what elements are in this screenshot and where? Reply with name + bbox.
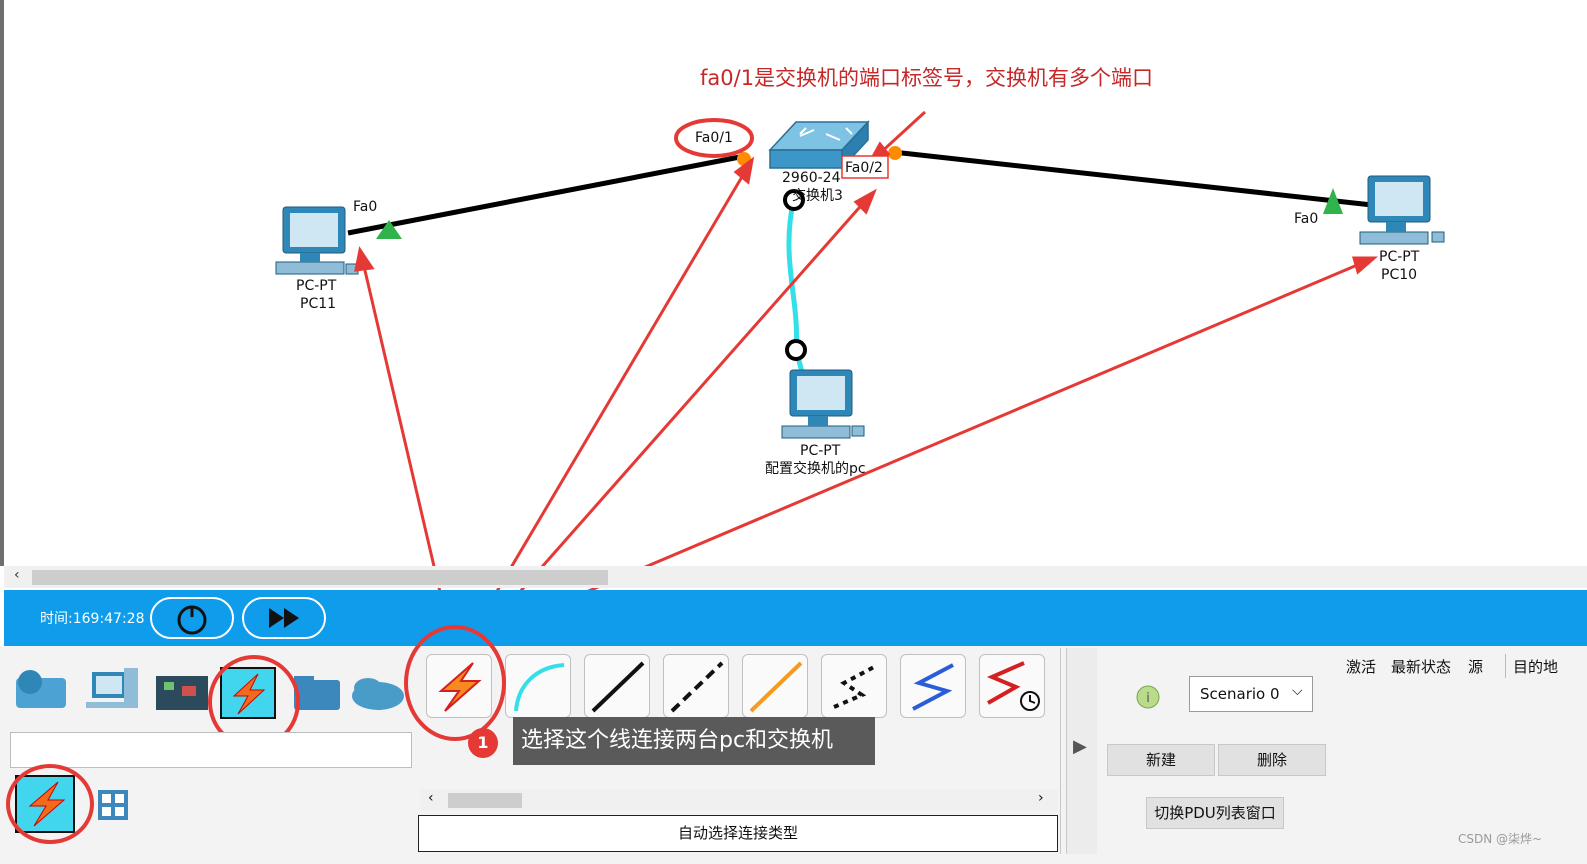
svg-text:i: i xyxy=(1146,691,1150,706)
fast-forward-button[interactable] xyxy=(242,597,326,639)
coaxial-button[interactable] xyxy=(900,654,966,718)
components-icon[interactable] xyxy=(156,676,208,710)
col-active: 激活 xyxy=(1346,658,1377,676)
workspace-scrollbar[interactable]: ‹ xyxy=(4,566,1587,588)
new-pdu-button[interactable]: 新建 xyxy=(1107,744,1215,776)
col-last-status: 最新状态 xyxy=(1391,658,1452,676)
switch-icon[interactable] xyxy=(768,120,870,170)
col-source: 源 xyxy=(1468,658,1484,676)
pc10-icon[interactable] xyxy=(1359,175,1445,245)
toggle-pdu-list-button[interactable]: 切换PDU列表窗口 xyxy=(1146,797,1284,829)
connection-types-panel xyxy=(420,648,1061,854)
scroll-left-icon[interactable]: ‹ xyxy=(14,567,20,583)
switch-model-label: 2960-24 xyxy=(782,170,841,186)
power-cycle-button[interactable] xyxy=(150,597,234,639)
step-badge: 1 xyxy=(468,728,498,758)
link-light-pc10 xyxy=(1323,188,1343,214)
console-connection-button[interactable] xyxy=(505,654,571,718)
switch-name-label: 交换机3 xyxy=(792,188,843,204)
scroll-right-icon[interactable]: › xyxy=(1038,790,1044,806)
topology-canvas xyxy=(275,110,1445,600)
scroll-thumb[interactable] xyxy=(32,570,608,585)
fast-forward-icon xyxy=(269,608,299,628)
annotation-arrows xyxy=(354,110,1378,600)
grid-icon[interactable] xyxy=(98,790,128,820)
annotation-text: fa0/1是交换机的端口标签号，交换机有多个端口 xyxy=(700,66,1154,90)
phone-button[interactable] xyxy=(821,654,887,718)
link-light-pc11 xyxy=(376,220,402,239)
connection-highlight-circle xyxy=(404,625,506,741)
switch-port-left-label: Fa0/1 xyxy=(695,130,733,146)
config-pc-name-label: 配置交换机的pc xyxy=(765,461,866,477)
console-icon xyxy=(514,663,565,712)
config-pc-type-label: PC-PT xyxy=(800,443,841,459)
copper-cross-button[interactable] xyxy=(663,654,729,718)
watermark: CSDN @柒烨~ xyxy=(1458,832,1543,846)
fa02-highlight-box xyxy=(841,155,889,179)
fiber-button[interactable] xyxy=(742,654,808,718)
connection-scrollbar[interactable]: ‹ › xyxy=(420,789,1058,811)
link-light-fa02 xyxy=(888,146,902,160)
device-search-box[interactable] xyxy=(10,732,412,768)
pc10-port-label: Fa0 xyxy=(1294,211,1319,227)
expand-arrow-icon[interactable]: ▶ xyxy=(1073,736,1087,757)
column-divider xyxy=(1505,654,1506,678)
col-destination: 目的地 xyxy=(1513,658,1559,676)
pc11-icon[interactable] xyxy=(275,206,359,275)
switch-port-right-label: Fa0/2 xyxy=(845,160,883,176)
serial-button[interactable] xyxy=(979,654,1045,718)
phone-icon xyxy=(833,665,875,709)
delete-pdu-button[interactable]: 删除 xyxy=(1218,744,1326,776)
copper-cross-icon xyxy=(670,661,724,713)
cable-pc11-switch[interactable] xyxy=(347,153,746,236)
pc10-name-label: PC10 xyxy=(1381,267,1418,283)
pc11-name-label: PC11 xyxy=(300,296,337,312)
config-pc-icon[interactable] xyxy=(781,369,865,439)
copper-straight-icon xyxy=(591,661,645,713)
scenario-select[interactable]: Scenario 0 ⌵ xyxy=(1189,676,1313,712)
coaxial-icon xyxy=(912,663,954,711)
scroll-thumb[interactable] xyxy=(448,793,522,808)
end-devices-icon[interactable] xyxy=(86,668,138,708)
panel-divider[interactable]: ▶ xyxy=(1066,648,1097,854)
time-label: 时间:169:47:28 xyxy=(40,611,145,627)
serial-icon xyxy=(986,661,1040,711)
fiber-icon xyxy=(749,661,803,713)
pc11-type-label: PC-PT xyxy=(296,278,337,294)
fa01-highlight-oval xyxy=(674,118,754,158)
scenario-value: Scenario 0 xyxy=(1200,685,1280,703)
multiuser-icon[interactable] xyxy=(352,678,404,710)
info-icon: i xyxy=(1136,685,1160,709)
power-cycle-icon xyxy=(177,605,207,635)
realtime-bar: 时间:169:47:28 xyxy=(4,590,1587,646)
cable-switch-pc10[interactable] xyxy=(892,149,1373,208)
chevron-down-icon: ⌵ xyxy=(1292,683,1303,699)
copper-straight-button[interactable] xyxy=(584,654,650,718)
scroll-left-icon[interactable]: ‹ xyxy=(428,790,434,806)
console-end-pc xyxy=(785,339,807,361)
subcategory-highlight-circle xyxy=(6,764,94,844)
pc10-type-label: PC-PT xyxy=(1379,249,1420,265)
console-end-switch xyxy=(783,189,805,211)
pc11-port-label: Fa0 xyxy=(353,199,378,215)
connection-type-label: 自动选择连接类型 xyxy=(418,815,1058,852)
connection-tooltip: 选择这个线连接两台pc和交换机 xyxy=(513,717,875,765)
network-devices-icon[interactable] xyxy=(16,670,66,708)
misc-icon[interactable] xyxy=(294,676,340,710)
